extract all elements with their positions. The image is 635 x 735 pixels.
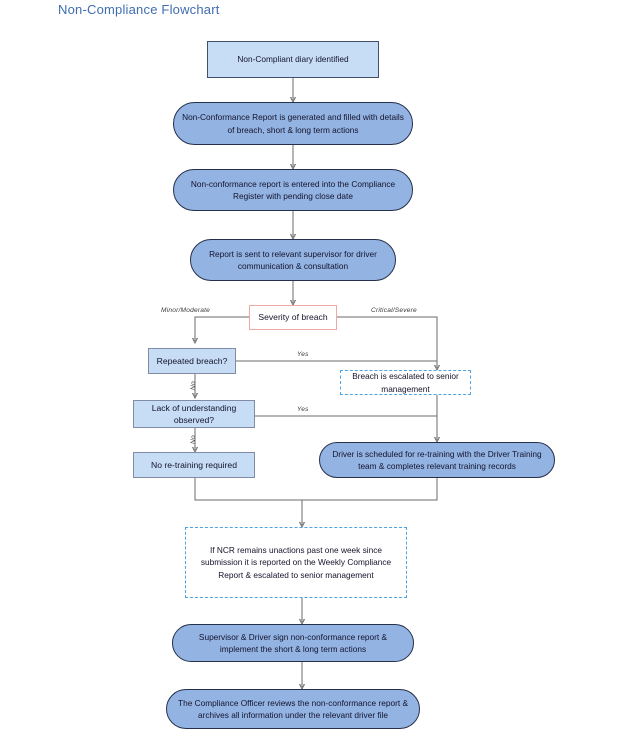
node-lack-of-understanding[interactable]: Lack of understanding observed? bbox=[133, 400, 255, 428]
node-register-entered[interactable]: Non-conformance report is entered into t… bbox=[173, 169, 413, 211]
node-ncr-generated[interactable]: Non-Conformance Report is generated and … bbox=[173, 102, 413, 145]
node-sign-and-implement[interactable]: Supervisor & Driver sign non-conformance… bbox=[172, 624, 414, 662]
edge-label-no-lack-understanding: No bbox=[190, 435, 197, 444]
node-ncr-unactioned[interactable]: If NCR remains unactions past one week s… bbox=[185, 527, 407, 598]
edge-label-yes-lack-understanding: Yes bbox=[297, 406, 309, 413]
node-sent-supervisor[interactable]: Report is sent to relevant supervisor fo… bbox=[190, 239, 396, 281]
node-breach-escalated[interactable]: Breach is escalated to senior management bbox=[340, 370, 471, 395]
edge-label-minor-moderate: Minor/Moderate bbox=[161, 307, 210, 314]
node-start[interactable]: Non-Compliant diary identified bbox=[207, 41, 379, 78]
node-driver-retraining[interactable]: Driver is scheduled for re-training with… bbox=[319, 442, 555, 478]
node-compliance-officer-archive[interactable]: The Compliance Officer reviews the non-c… bbox=[166, 689, 420, 729]
node-severity-of-breach[interactable]: Severity of breach bbox=[249, 305, 337, 330]
edge-label-critical-severe: Critical/Severe bbox=[371, 307, 417, 314]
edge-label-yes-repeated-breach: Yes bbox=[297, 351, 309, 358]
node-no-retraining-required[interactable]: No re-training required bbox=[133, 452, 255, 478]
page-title: Non-Compliance Flowchart bbox=[58, 2, 220, 17]
node-repeated-breach[interactable]: Repeated breach? bbox=[148, 348, 236, 374]
edge-label-no-repeated-breach: No bbox=[190, 381, 197, 390]
